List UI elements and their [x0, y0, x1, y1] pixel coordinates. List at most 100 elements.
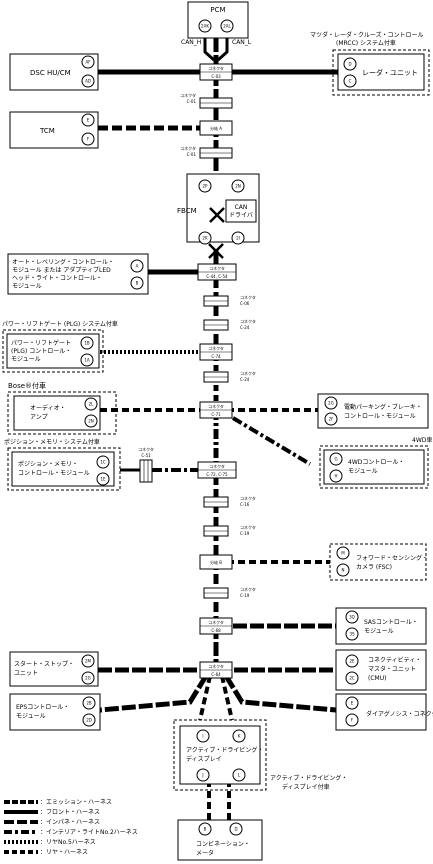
pin-j — [196, 768, 210, 782]
pin-g — [329, 452, 343, 466]
pin-af — [81, 55, 95, 69]
connector-cap: コネクタ — [208, 65, 224, 71]
svg-text:2D: 2D — [86, 718, 92, 723]
fbcm-label: FBCM — [177, 207, 197, 215]
svg-text:2AK: 2AK — [201, 24, 209, 29]
svg-text:2AL: 2AL — [223, 24, 231, 29]
pin-diag-f — [345, 713, 359, 727]
svg-text:AD: AD — [85, 79, 91, 84]
connector-cap: コネクタ — [208, 345, 224, 351]
connector-label: C-01 — [187, 152, 197, 157]
can-driver-box — [225, 199, 257, 223]
epb-label-1: 電動パーキング・ブレーキ・ — [344, 403, 422, 411]
pin-ss-2g — [81, 671, 95, 685]
pin-n — [336, 563, 350, 577]
posmem-label-2: コントロール・モジュール — [18, 470, 90, 477]
pin-2f — [324, 412, 338, 426]
epb-label-2: コントロール・モジュール — [344, 413, 416, 420]
pin-3q — [345, 610, 359, 624]
connector-cap: コネクタ — [240, 318, 256, 324]
pin-2p — [198, 179, 212, 193]
pin-1b — [80, 336, 94, 350]
dsc-label: DSC HU/CM — [30, 69, 71, 77]
pin-al-a — [130, 259, 144, 273]
pin-2k — [198, 231, 212, 245]
legend-rear-no5: ：リヤNo.5ハーネス — [40, 839, 96, 846]
connector-label: C-64 — [211, 672, 221, 677]
plg-label-2: (PLG) コントロール・ — [11, 348, 71, 355]
radar-label: レーダ・ユニット — [362, 68, 418, 77]
pin-m — [336, 546, 350, 560]
svg-text:3Q: 3Q — [349, 615, 355, 620]
connector-label: C-44, C-54 — [206, 274, 228, 279]
pcm-module — [187, 1, 249, 39]
svg-text:B: B — [204, 827, 207, 832]
svg-text:1C: 1C — [100, 460, 106, 465]
sas-label-2: モジュール — [364, 628, 394, 635]
svg-text:D: D — [234, 827, 237, 832]
svg-text:N: N — [342, 568, 345, 573]
mrcc-option-frame — [332, 49, 430, 96]
connector-cap: コネクタ — [240, 586, 256, 592]
svg-text:2G: 2G — [328, 401, 334, 406]
connector-label: C-51 — [141, 453, 151, 458]
svg-text:F: F — [87, 137, 90, 142]
connector-cap: コネクタ — [208, 619, 224, 625]
svg-text:2B: 2B — [86, 701, 92, 706]
svg-text:F: F — [351, 718, 354, 723]
eps-label-1: EPSコントロール・ — [16, 704, 69, 711]
svg-text:H: H — [334, 474, 337, 479]
svg-text:C: C — [349, 79, 352, 84]
pin-tcm-e — [81, 113, 95, 127]
adisp-option-frame — [173, 719, 267, 791]
connector-label: C-01 — [187, 99, 197, 104]
pin-2b — [82, 696, 96, 710]
pin-ic-b — [198, 822, 212, 836]
pin-2l — [84, 397, 98, 411]
can-h-label: CAN_H — [181, 39, 201, 46]
svg-text:K: K — [238, 734, 241, 739]
pin-1a — [80, 353, 94, 367]
legend-interior-light-2: ：インテリア・ライトNo.2ハーネス — [40, 829, 138, 836]
plg-option-frame — [2, 329, 104, 373]
harness-legend: ：エミッション・ハーネス ：フロント・ハーネス ：インパネ・ハーネス ：インテリ… — [4, 799, 138, 856]
connector-cap: コネクタ — [240, 524, 256, 530]
legend-rear: ：リヤ・ハーネス — [40, 849, 88, 856]
svg-text:2P: 2P — [203, 184, 209, 189]
auto-leveling-label-2: モジュール または アダプティブLED — [12, 266, 111, 274]
connector-label: C-68 — [211, 628, 221, 633]
pin-2i — [231, 231, 245, 245]
pin-al-b — [130, 276, 144, 290]
can-driver-label-2: ドライバ — [229, 212, 253, 219]
connector-label: C-71 — [211, 412, 221, 417]
adisp-label-1: アクティブ・ドライビング・ — [186, 746, 263, 754]
connector-label: C-16 — [240, 502, 250, 507]
posmem-option-label: ポジション・メモリ・システム付車 — [4, 438, 100, 446]
pin-audio-2n — [84, 414, 98, 428]
connector-c51 — [139, 459, 153, 483]
svg-text:2L: 2L — [89, 402, 95, 407]
svg-text:1A: 1A — [84, 358, 90, 363]
auto-leveling-module — [7, 253, 149, 295]
connector-cap: コネクタ — [209, 463, 225, 469]
tcm-label: TCM — [39, 127, 55, 135]
pin-2d — [82, 713, 96, 727]
can-l-label: CAN_L — [232, 39, 252, 46]
active-display-module — [179, 725, 261, 785]
pin-k — [232, 729, 246, 743]
connector-label: C-24 — [240, 377, 250, 382]
pin-ad — [81, 74, 95, 88]
plg-option-label: パワー・リフトゲート (PLG) システム付車 — [2, 320, 118, 328]
svg-text:D: D — [348, 62, 351, 67]
pin-d — [343, 57, 357, 71]
svg-text:2N: 2N — [88, 419, 94, 424]
audio-label-1: オーディオ・ — [30, 404, 66, 412]
junction-x-marks — [208, 207, 225, 259]
svg-text:2I: 2I — [236, 236, 240, 241]
cmu-label-3: (CMU) — [368, 675, 386, 682]
svg-text:2F: 2F — [329, 417, 335, 422]
cmu-label-2: マスタ・ユニット — [368, 665, 416, 673]
adisp-option-label-2: ディスプレイ付車 — [282, 783, 330, 791]
pin-c — [343, 74, 357, 88]
connector-cap: コネクタ — [138, 446, 154, 452]
